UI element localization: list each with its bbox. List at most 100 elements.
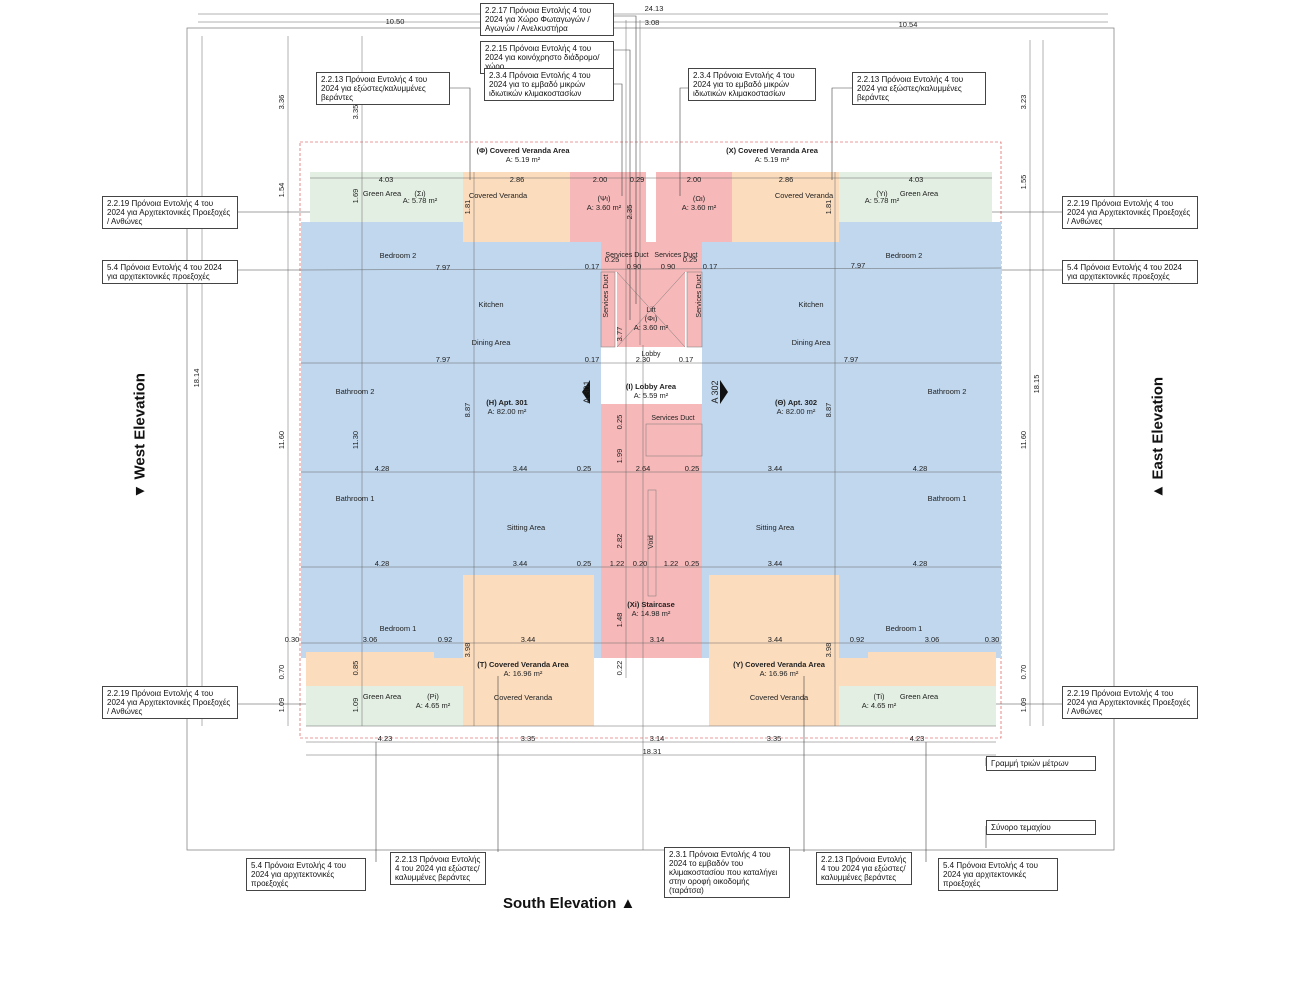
- veranda-areas: [306, 172, 996, 726]
- core-areas: [570, 172, 732, 658]
- section-marker-a301: A 301: [582, 380, 592, 404]
- dimension-label: 7.97: [436, 263, 451, 272]
- dimension-label: 2.00: [687, 175, 702, 184]
- dimension-label-vertical: 3.35: [351, 105, 360, 120]
- covered-veranda-tl: Covered Veranda: [469, 191, 528, 200]
- lobby-area-value: A: 5.59 m²: [634, 391, 669, 400]
- dimension-label: 0.29: [630, 175, 645, 184]
- kitchen-left: Kitchen: [478, 300, 503, 309]
- dimension-label: 3.44: [513, 559, 528, 568]
- dimension-label: 3.35: [767, 734, 782, 743]
- dimension-label-vertical: 0.70: [277, 665, 286, 680]
- bedroom1-right: Bedroom 1: [886, 624, 923, 633]
- dimension-label: 18.31: [643, 747, 662, 756]
- sigma-name: (Σι): [414, 189, 426, 198]
- omega-name: (Ωι): [693, 194, 706, 203]
- south-elevation-text: South Elevation: [503, 895, 617, 912]
- lobby-label: Lobby: [641, 351, 661, 358]
- dimension-label-vertical: 1.81: [463, 200, 472, 215]
- callout-2219-bottom-right: 2.2.19 Πρόνοια Εντολής 4 του 2024 για Αρ…: [1062, 686, 1198, 719]
- dimension-label-vertical: 0.25: [615, 415, 624, 430]
- dimension-label-vertical: 18.14: [192, 369, 201, 388]
- plot-boundary-line: [186, 27, 1115, 851]
- services-duct-top-r: Services Duct: [654, 252, 697, 259]
- apt302-area: A: 82.00 m²: [777, 407, 816, 416]
- dimension-label-vertical: 1.55: [1019, 175, 1028, 190]
- void-label: Void: [648, 535, 655, 549]
- callout-2219-top-right: 2.2.19 Πρόνοια Εντολής 4 του 2024 για Αρ…: [1062, 196, 1198, 229]
- east-elevation-label: ▲ East Elevation: [1150, 377, 1167, 499]
- dimension-label: 3.44: [521, 635, 536, 644]
- dimension-label: 0.90: [661, 262, 676, 271]
- bedroom2-left: Bedroom 2: [380, 251, 417, 260]
- dimension-label: 0.17: [703, 262, 718, 271]
- dimension-label-vertical: 11.60: [277, 431, 286, 449]
- callout-2213-top-left: 2.2.13 Πρόνοια Εντολής 4 του 2024 για εξ…: [316, 72, 450, 105]
- apt301-area: A: 82.00 m²: [488, 407, 527, 416]
- bedroom2-right: Bedroom 2: [886, 251, 923, 260]
- callout-2213-top-right: 2.2.13 Πρόνοια Εντολής 4 του 2024 για εξ…: [852, 72, 986, 105]
- callout-54-bottom-left: 5.4 Πρόνοια Εντολής 4 του 2024 για αρχιτ…: [246, 858, 366, 891]
- services-ducts: [600, 271, 703, 597]
- callout-2217: 2.2.17 Πρόνοια Εντολής 4 του 2024 για Χώ…: [480, 3, 614, 36]
- dimension-label-vertical: 11.30: [351, 431, 360, 449]
- dimension-label-vertical: 18.15: [1032, 375, 1041, 394]
- services-duct-top-l: Services Duct: [605, 252, 648, 259]
- chi-cv-name: (Χ) Covered Veranda Area: [726, 146, 819, 155]
- dimension-label: 3.14: [650, 734, 665, 743]
- green-area-br: Green Area: [900, 692, 939, 701]
- south-elevation-label: South Elevation ▲: [503, 895, 635, 912]
- omega-area: A: 3.60 m²: [682, 203, 717, 212]
- dimension-label: 10.50: [386, 17, 405, 26]
- lift-cross: [616, 271, 686, 348]
- upsilon-area: A: 5.78 m²: [865, 196, 900, 205]
- area-labels: (Φ) Covered Veranda Area A: 5.19 m² (Χ) …: [403, 146, 900, 710]
- lobby-area-name: (I) Lobby Area: [626, 382, 677, 391]
- services-duct-right-v: Services Duct: [696, 274, 703, 317]
- bathroom1-right: Bathroom 1: [928, 494, 967, 503]
- dimension-label: 10.54: [899, 20, 918, 29]
- dimension-label: 3.06: [363, 635, 378, 644]
- dimension-label: 4.28: [913, 559, 928, 568]
- dimension-label-vertical: 2.35: [625, 205, 634, 220]
- dimension-label: 0.25: [577, 559, 592, 568]
- room-labels: Green Area Green Area Green Area Green A…: [336, 189, 967, 702]
- apartment-areas: [301, 222, 1001, 658]
- callout-234-right: 2.3.4 Πρόνοια Εντολής 4 του 2024 για το …: [688, 68, 816, 101]
- dimension-label-vertical: 3.98: [463, 643, 472, 658]
- lift-area: A: 3.60 m²: [634, 323, 669, 332]
- pi-area: A: 4.65 m²: [416, 701, 451, 710]
- dimension-label: 4.23: [910, 734, 925, 743]
- dimension-label: 4.03: [379, 175, 394, 184]
- dimension-label-vertical: 1.99: [615, 449, 624, 464]
- green-area-tl: Green Area: [363, 189, 402, 198]
- west-elevation-label: ▼ West Elevation: [131, 373, 149, 499]
- dimension-label: 0.17: [585, 262, 600, 271]
- dimension-label-vertical: 1.54: [277, 183, 286, 198]
- dimension-label: 2.86: [779, 175, 794, 184]
- dimension-label-vertical: 1.09: [1019, 698, 1028, 713]
- dimension-label-vertical: 3.77: [615, 327, 624, 342]
- dimension-label-vertical: 1.09: [277, 698, 286, 713]
- apt302-name: (Θ) Apt. 302: [775, 398, 817, 407]
- dimension-label-vertical: 0.85: [351, 661, 360, 676]
- west-elevation-arrow-icon: ▼: [131, 483, 149, 499]
- callout-2219-bottom-left: 2.2.19 Πρόνοια Εντολής 4 του 2024 για Αρ…: [102, 686, 238, 719]
- staircase-name: (Xi) Staircase: [627, 600, 675, 609]
- dimension-label-vertical: 3.36: [277, 95, 286, 110]
- dimension-label: 4.28: [375, 464, 390, 473]
- south-elevation-arrow-icon: ▲: [620, 895, 636, 912]
- three-metre-line: [299, 141, 1002, 739]
- dimension-label: 3.44: [768, 559, 783, 568]
- dimension-label: 3.44: [768, 635, 783, 644]
- kitchen-right: Kitchen: [798, 300, 823, 309]
- dimension-label: 0.25: [683, 255, 698, 264]
- dimension-label-vertical: 0.70: [1019, 665, 1028, 680]
- dimension-label: 4.28: [913, 464, 928, 473]
- t-cv-name: (T) Covered Veranda Area: [477, 660, 569, 669]
- dimension-label: 0.30: [285, 635, 300, 644]
- callout-54-left: 5.4 Πρόνοια Εντολής 4 του 2024 για αρχιτ…: [102, 260, 238, 284]
- dimension-label-vertical: 8.87: [463, 403, 472, 418]
- dimension-label: 0.25: [605, 255, 620, 264]
